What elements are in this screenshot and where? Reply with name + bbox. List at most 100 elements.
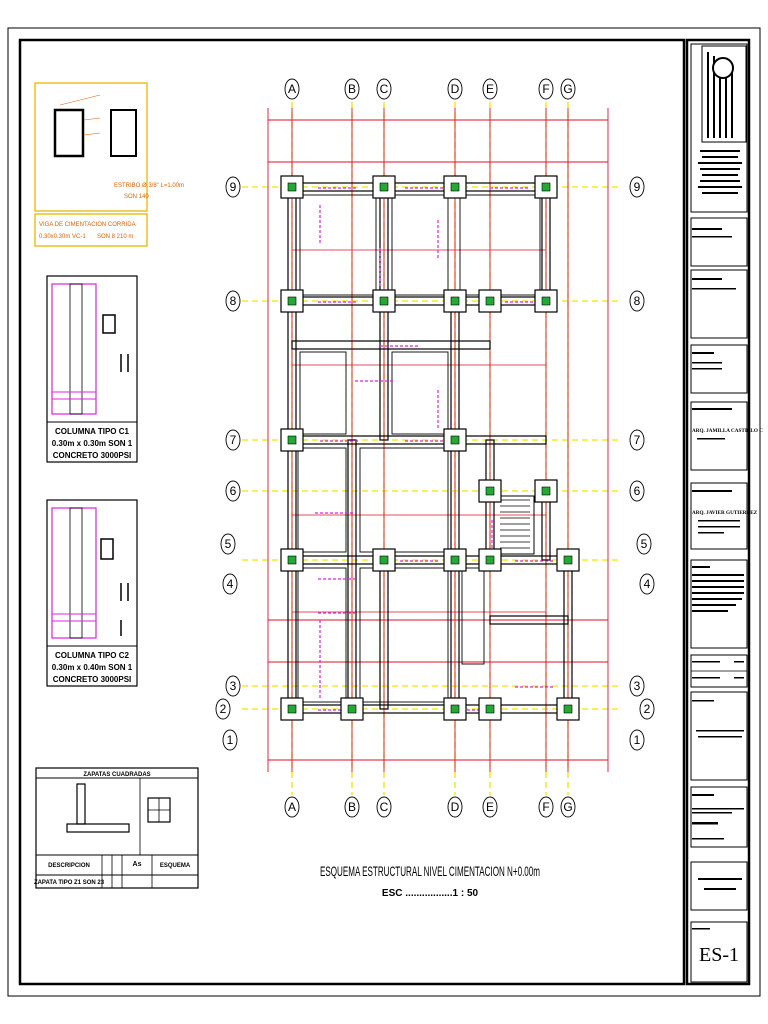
axis-bubble-4 [639, 573, 655, 595]
axis-label-g: G [563, 800, 572, 814]
axis-label-f: F [542, 800, 549, 814]
axis-label-a: A [288, 800, 296, 814]
foundation-beam [291, 340, 491, 350]
axis-bubble-d [447, 78, 463, 100]
axis-bubble-a [284, 78, 300, 100]
axis-bubble-b [344, 78, 360, 100]
axis-label-b: B [348, 800, 356, 814]
stirrup-note-2: SON 140 [124, 194, 149, 200]
column-f8 [541, 296, 551, 306]
axis-label-2: 2 [220, 702, 227, 716]
room-outline [299, 194, 377, 296]
drawing-frame [18, 38, 686, 986]
axis-label-1: 1 [227, 733, 234, 747]
column-c5 [379, 555, 389, 565]
axis-label-6: 6 [230, 484, 237, 498]
axis-bubble-e [482, 796, 498, 818]
axis-label-7: 7 [230, 433, 237, 447]
room-outline [391, 351, 449, 435]
axis-bubble-2 [639, 698, 655, 720]
axis-label-3: 3 [634, 679, 641, 693]
column-a2 [287, 704, 297, 714]
axis-bubble-e [482, 78, 498, 100]
column-a7 [287, 435, 297, 445]
axis-label-e: E [486, 82, 494, 96]
c2-title: COLUMNA TIPO C2 [55, 651, 129, 660]
column-e5 [485, 555, 495, 565]
axis-label-c: C [380, 800, 389, 814]
axis-bubble-2 [215, 698, 231, 720]
axis-bubble-f [538, 78, 554, 100]
axis-bubble-1 [629, 729, 645, 751]
c1-title: COLUMNA TIPO C1 [55, 427, 129, 436]
axis-label-c: C [380, 82, 389, 96]
column-d9 [450, 182, 460, 192]
axis-label-f: F [542, 82, 549, 96]
footing-header-description: DESCRIPCION [48, 863, 90, 869]
axis-bubble-9 [629, 176, 645, 198]
beam-note-2: 0.30x0.30m VC-1 [39, 234, 86, 240]
staircase [493, 495, 535, 555]
column-b2 [347, 704, 357, 714]
column-e6 [485, 486, 495, 496]
title-block: ARQ. JAMILLA CASTILLO C ARQ. JAVIER GUTI… [690, 43, 763, 983]
beam-note: VIGA DE CIMENTACION CORRIDA 0.30x0.30m V… [34, 213, 148, 247]
axis-bubble-5 [636, 533, 652, 555]
axis-label-7: 7 [634, 433, 641, 447]
company-logo [701, 45, 747, 143]
axis-bubble-6 [225, 480, 241, 502]
axis-bubble-3 [629, 675, 645, 697]
axis-label-4: 4 [644, 577, 651, 591]
axis-bubble-a [284, 796, 300, 818]
axis-label-8: 8 [634, 294, 641, 308]
axis-bubble-9 [225, 176, 241, 198]
axis-label-3: 3 [230, 679, 237, 693]
footing-header-as: As [133, 861, 142, 868]
sheet-code: ES-1 [699, 944, 739, 966]
c1-concrete: CONCRETO 3000PSI [53, 451, 132, 460]
axis-bubble-d [447, 796, 463, 818]
axis-bubble-1 [222, 729, 238, 751]
column-e8 [485, 296, 495, 306]
footing-row-z1: ZAPATA TIPO Z1 SON 23 [34, 880, 105, 886]
stirrup-note-1: ESTRIBO Ø 3/8" L=1.00m [114, 183, 184, 189]
axis-bubble-b [344, 796, 360, 818]
axis-label-2: 2 [644, 702, 651, 716]
room-outline [297, 447, 347, 553]
axis-bubble-g [560, 796, 576, 818]
column-a8 [287, 296, 297, 306]
room-outline [359, 567, 449, 703]
column-e2 [485, 704, 495, 714]
axis-bubble-8 [225, 290, 241, 312]
c2-size: 0.30m x 0.40m SON 1 [52, 663, 133, 672]
axis-label-6: 6 [634, 484, 641, 498]
column-d7 [450, 435, 460, 445]
column-f6 [541, 486, 551, 496]
axis-label-b: B [348, 82, 356, 96]
axis-label-e: E [486, 800, 494, 814]
axis-label-5: 5 [225, 537, 232, 551]
beam-note-3: SON 8 210 m [97, 234, 133, 240]
designer-name: ARQ. JAMILLA CASTILLO C [692, 428, 763, 434]
foundation-beam [489, 615, 569, 625]
axis-label-5: 5 [641, 537, 648, 551]
axis-label-1: 1 [634, 733, 641, 747]
axis-bubble-7 [629, 429, 645, 451]
axis-bubble-4 [222, 573, 238, 595]
room-outline [459, 194, 541, 296]
axis-bubble-8 [629, 290, 645, 312]
footing-table: ZAPATAS CUADRADAS DESCRIPCION As ESQUEMA… [34, 767, 199, 889]
column-c8 [379, 296, 389, 306]
column-c9 [379, 182, 389, 192]
room-outline [297, 567, 347, 703]
plan-title: ESQUEMA ESTRUCTURAL NIVEL CIMENTACION N+… [320, 863, 540, 879]
axis-label-g: G [563, 82, 572, 96]
axis-label-d: D [451, 800, 460, 814]
footing-header-scheme: ESQUEMA [160, 863, 191, 869]
column-d2 [450, 704, 460, 714]
axis-label-a: A [288, 82, 296, 96]
room-outline [359, 447, 449, 553]
axis-label-9: 9 [230, 180, 237, 194]
